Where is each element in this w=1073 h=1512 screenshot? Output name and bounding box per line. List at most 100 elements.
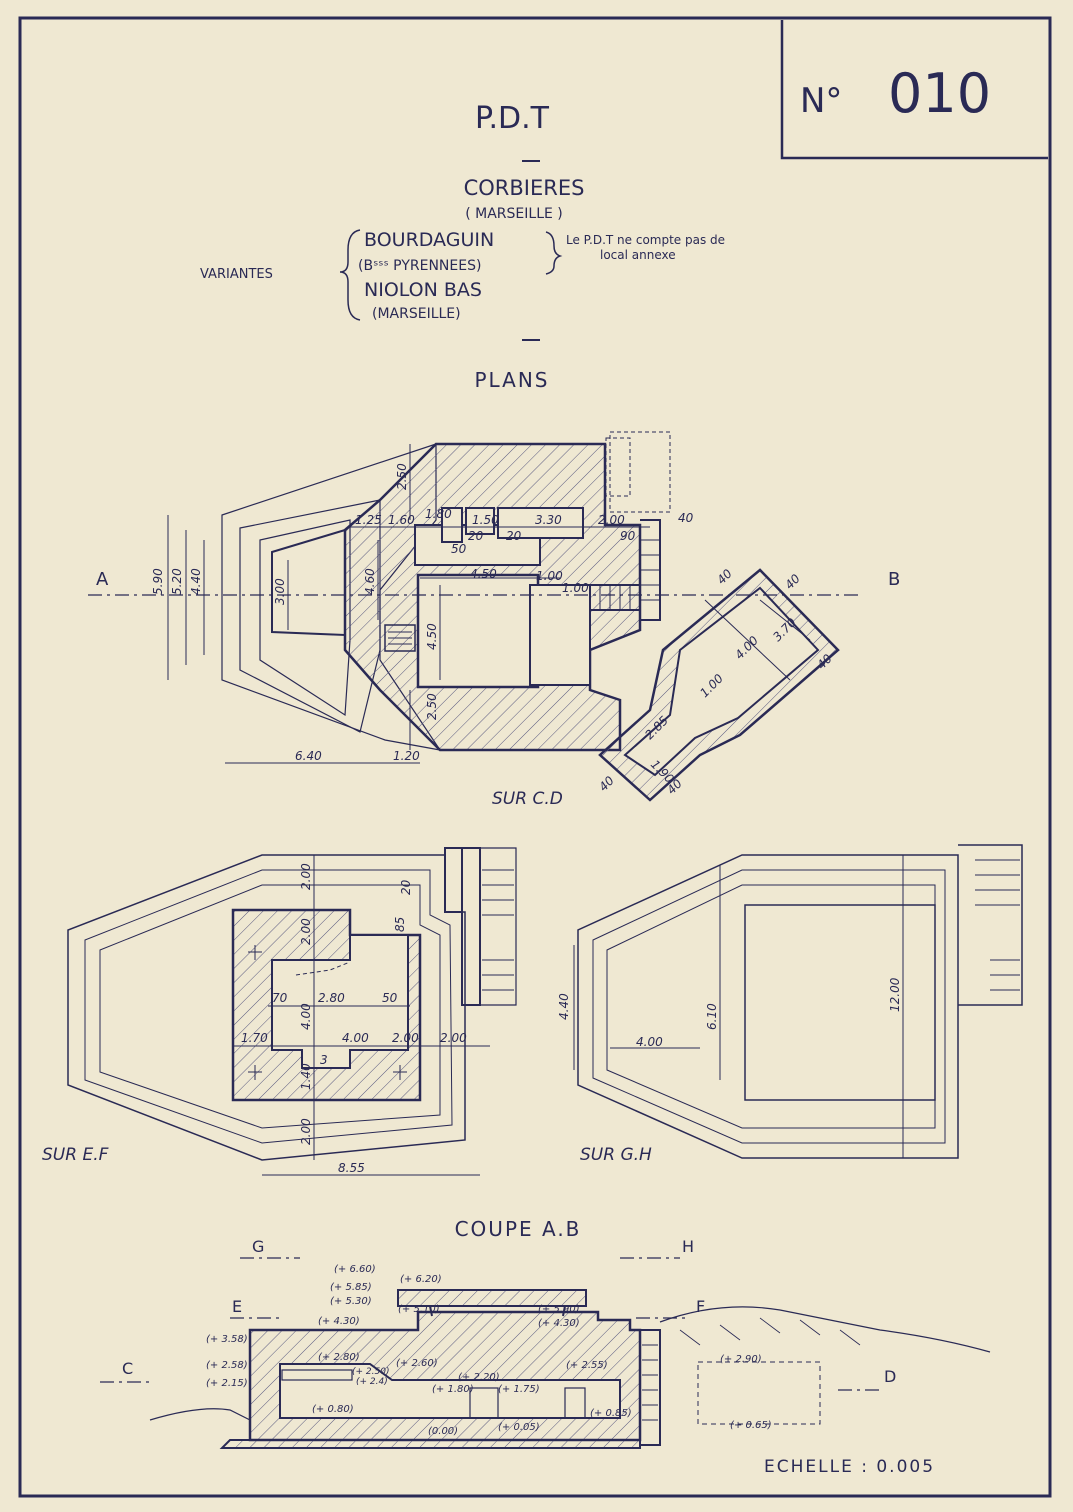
ef-dim-50: 50	[382, 991, 398, 1005]
ef-dim-200-b: 2.00	[299, 918, 313, 945]
dim-440: 4.40	[189, 568, 203, 595]
gh-dim-610: 6.10	[705, 1003, 719, 1030]
section-heading: COUPE A.B	[455, 1217, 582, 1241]
ef-dim-20: 20	[399, 879, 413, 895]
note-brace	[545, 231, 563, 275]
dim-50: 50	[451, 542, 467, 556]
dim-590: 5.90	[151, 568, 165, 595]
ef-dim-200-c: 2.00	[392, 1031, 419, 1045]
dim-450-v: 4.50	[425, 623, 439, 650]
section-e-marker: E	[232, 1297, 242, 1316]
variant2-name: NIOLON BAS	[364, 279, 482, 301]
sheet-border	[18, 16, 1052, 1498]
ef-dim-200-a: 2.00	[299, 863, 313, 890]
lvl-590: (+ 5.90)	[538, 1304, 580, 1315]
dim-40-c: 40	[782, 571, 803, 592]
dim-460: 4.60	[363, 568, 377, 595]
dim-100-b: 1.00	[562, 581, 589, 595]
lvl-180: (+ 1.80)	[432, 1384, 474, 1395]
lvl-085: (+ 0.85)	[590, 1408, 632, 1419]
section-d-marker: D	[884, 1367, 896, 1386]
lvl-250: (+ 2.50)	[352, 1367, 389, 1377]
ef-dim-280: 2.80	[318, 991, 345, 1005]
lvl-065: (+ 0.65)	[730, 1420, 772, 1431]
lvl-215: (+ 2.15)	[206, 1378, 248, 1389]
ef-dim-855: 8.55	[338, 1161, 365, 1175]
lvl-430-a: (+ 4.30)	[318, 1316, 360, 1327]
dim-150: 1.50	[472, 513, 499, 527]
scale-note: ECHELLE : 0.005	[764, 1457, 935, 1477]
plans-heading: PLANS	[475, 368, 550, 392]
dim-20-b: 20	[506, 529, 522, 543]
lvl-510: (+ 5.10)	[398, 1304, 440, 1315]
lvl-280: (+ 2.80)	[318, 1352, 360, 1363]
site-region: ( MARSEILLE )	[465, 206, 563, 222]
number-prefix: N°	[800, 81, 842, 121]
dim-250-top: 2.50	[395, 463, 409, 490]
dim-330: 3.30	[535, 513, 562, 527]
section-a-marker: A	[96, 569, 109, 590]
section-g-marker: G	[252, 1237, 264, 1256]
gh-dim-440: 4.40	[557, 993, 571, 1020]
ef-dim-200-e: 2.00	[299, 1118, 313, 1145]
dim-20-a: 20	[468, 529, 484, 543]
ef-dim-3: 3	[320, 1053, 328, 1067]
lvl-585: (+ 5.85)	[330, 1282, 372, 1293]
gh-dim-400: 4.00	[636, 1035, 663, 1049]
ef-dim-400-v: 4.00	[299, 1003, 313, 1030]
lvl-255: (+ 2.55)	[566, 1360, 608, 1371]
lvl-620: (+ 6.20)	[400, 1274, 442, 1285]
dim-40-e: 40	[596, 773, 617, 794]
label-sur-gh: SUR G.H	[580, 1145, 652, 1165]
lvl-290: (+ 2.90)	[720, 1354, 762, 1365]
dim-125: 1.25	[355, 513, 382, 527]
dim-90: 90	[620, 529, 636, 543]
lvl-000: (0.00)	[428, 1426, 458, 1437]
section-c-marker: C	[122, 1359, 133, 1378]
lvl-080: (+ 0.80)	[312, 1404, 354, 1415]
lvl-260: (+ 2.60)	[396, 1358, 438, 1369]
dim-40-b: 40	[714, 566, 735, 587]
ef-dim-400-h: 4.00	[342, 1031, 369, 1045]
ef-dim-70: 70	[272, 991, 288, 1005]
section-h-marker: H	[682, 1237, 694, 1256]
dim-180: 1.80	[425, 507, 452, 521]
dim-250-bottom: 2.50	[425, 693, 439, 720]
ef-dim-200-d: 2.00	[440, 1031, 467, 1045]
section-f-marker: F	[696, 1297, 705, 1316]
lvl-005: (+ 0.05)	[498, 1422, 540, 1433]
label-sur-cd: SUR C.D	[492, 789, 563, 809]
lvl-660: (+ 6.60)	[334, 1264, 376, 1275]
plan-cd	[88, 431, 860, 802]
label-sur-ef: SUR E.F	[42, 1145, 109, 1165]
dim-40-a: 40	[678, 511, 694, 525]
note-line2: local annexe	[600, 248, 676, 262]
ef-dim-140: 1.40	[299, 1063, 313, 1090]
dim-640: 6.40	[295, 749, 322, 763]
note-line1: Le P.D.T ne compte pas de	[566, 233, 725, 247]
dim-520: 5.20	[170, 568, 184, 595]
variants-label: VARIANTES	[200, 267, 273, 282]
dim-100-a: 1.00	[536, 569, 563, 583]
plan-ef	[67, 847, 517, 1176]
lvl-240: (+ 2.4)	[356, 1377, 388, 1387]
variant1-region: (Bˢˢˢ PYRENNEES)	[358, 258, 481, 274]
site-name: CORBIERES	[464, 176, 585, 200]
variant2-region: (MARSEILLE)	[372, 306, 461, 322]
ef-dim-85: 85	[393, 917, 407, 932]
section-ab	[100, 1257, 991, 1449]
dim-450-h: 4.50	[470, 567, 497, 581]
number-box	[780, 20, 1048, 160]
gh-dim-1200: 12.00	[888, 977, 902, 1012]
plan-gh	[573, 844, 1023, 1159]
dim-300: 3.00	[273, 578, 287, 605]
variant1-name: BOURDAGUIN	[364, 229, 494, 251]
sheet-number: 010	[888, 62, 991, 125]
variant-brace	[339, 229, 361, 321]
lvl-430-b: (+ 4.30)	[538, 1318, 580, 1329]
dim-120: 1.20	[393, 749, 420, 763]
lvl-220: (+ 2.20)	[458, 1372, 500, 1383]
dim-200: 2.00	[598, 513, 625, 527]
